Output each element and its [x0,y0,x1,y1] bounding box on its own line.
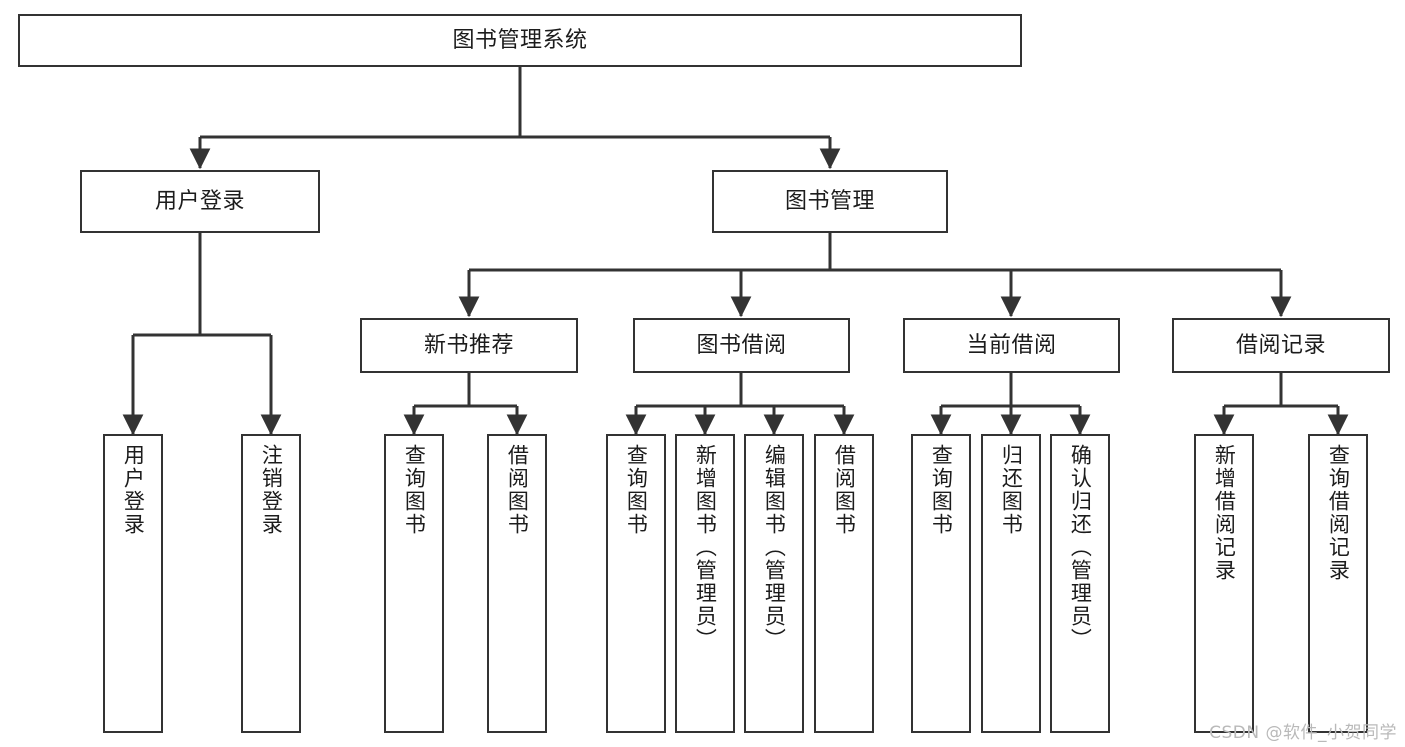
node-leaf-query-record[interactable]: 查询借阅记录 [1308,434,1368,733]
node-user-login-label: 用户登录 [154,188,245,214]
node-current-borrow-label: 当前借阅 [966,332,1057,358]
node-book-borrow[interactable]: 图书借阅 [633,318,850,373]
node-root-label: 图书管理系统 [452,27,588,53]
node-borrow-record[interactable]: 借阅记录 [1172,318,1390,373]
node-book-manage[interactable]: 图书管理 [712,170,948,233]
node-leaf-confirm-return[interactable]: 确认归还（管理员） [1050,434,1110,733]
node-new-book-recommend-label: 新书推荐 [423,332,514,358]
node-leaf-return-book[interactable]: 归还图书 [981,434,1041,733]
node-book-manage-label: 图书管理 [784,188,875,214]
node-book-borrow-label: 图书借阅 [696,332,787,358]
node-leaf-return-book-label: 归还图书 [999,444,1024,536]
node-leaf-borrow-book-2-label: 借阅图书 [832,444,857,536]
node-leaf-query-book-1[interactable]: 查询图书 [384,434,444,733]
node-leaf-query-book-1-label: 查询图书 [402,444,427,536]
node-leaf-user-login-label: 用户登录 [121,444,146,536]
watermark-text: CSDN @软件_小贺同学 [1209,723,1397,743]
node-leaf-borrow-book-1-label: 借阅图书 [505,444,530,536]
node-leaf-edit-book-label: 编辑图书（管理员） [762,444,787,651]
node-leaf-borrow-book-1[interactable]: 借阅图书 [487,434,547,733]
node-leaf-query-record-label: 查询借阅记录 [1326,444,1351,582]
node-leaf-add-book[interactable]: 新增图书（管理员） [675,434,735,733]
node-leaf-query-book-3[interactable]: 查询图书 [911,434,971,733]
node-leaf-add-record-label: 新增借阅记录 [1212,444,1237,582]
node-leaf-user-login[interactable]: 用户登录 [103,434,163,733]
node-user-login[interactable]: 用户登录 [80,170,320,233]
node-root[interactable]: 图书管理系统 [18,14,1022,67]
node-leaf-add-book-label: 新增图书（管理员） [693,444,718,651]
node-current-borrow[interactable]: 当前借阅 [903,318,1120,373]
node-new-book-recommend[interactable]: 新书推荐 [360,318,578,373]
node-leaf-logout[interactable]: 注销登录 [241,434,301,733]
node-leaf-edit-book[interactable]: 编辑图书（管理员） [744,434,804,733]
node-leaf-query-book-2[interactable]: 查询图书 [606,434,666,733]
node-leaf-query-book-3-label: 查询图书 [929,444,954,536]
node-leaf-logout-label: 注销登录 [259,444,284,536]
node-borrow-record-label: 借阅记录 [1235,332,1326,358]
node-leaf-add-record[interactable]: 新增借阅记录 [1194,434,1254,733]
node-leaf-query-book-2-label: 查询图书 [624,444,649,536]
node-leaf-borrow-book-2[interactable]: 借阅图书 [814,434,874,733]
node-leaf-confirm-return-label: 确认归还（管理员） [1068,444,1093,651]
